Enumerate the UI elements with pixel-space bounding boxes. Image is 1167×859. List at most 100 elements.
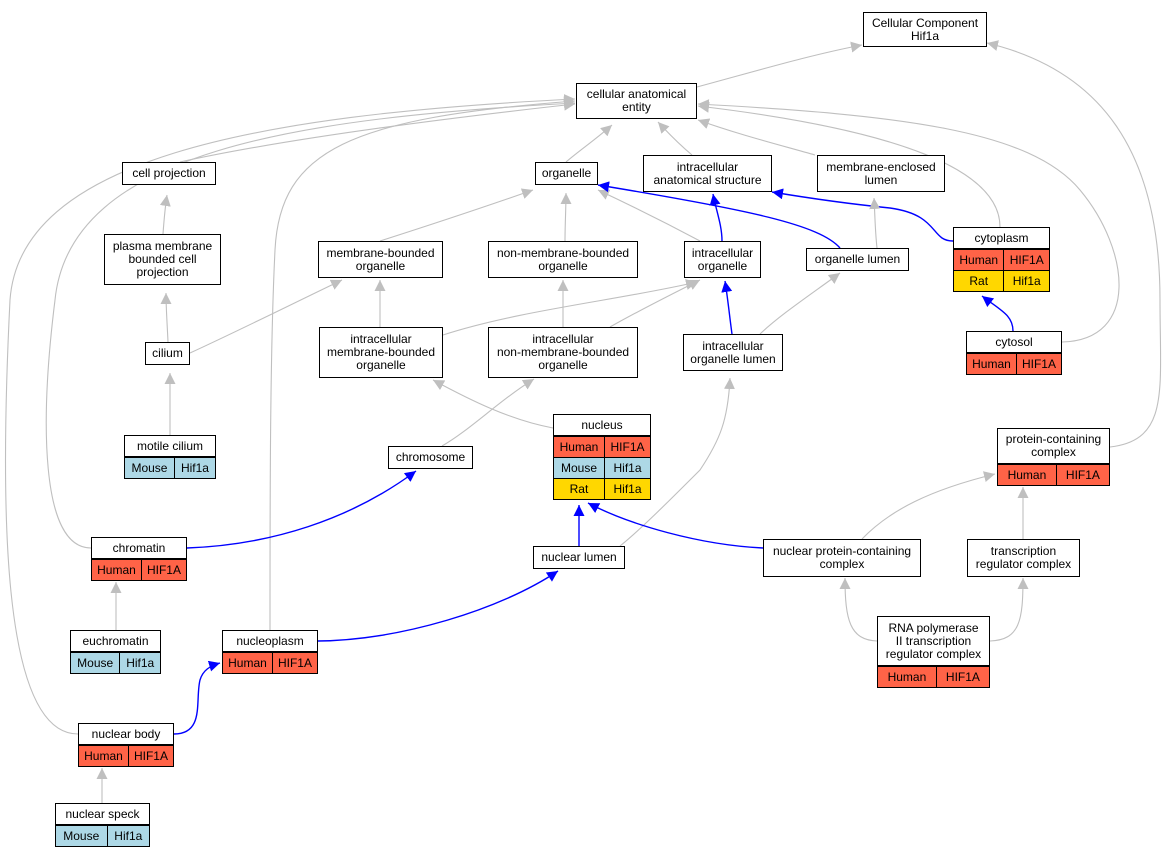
edge-pcc-to-root [986,40,1162,448]
edge-pmbcp-to-cell_projection [159,194,171,235]
node-motile-cilium[interactable]: motile cilium [124,435,216,457]
node-intracellular-organelle-lumen[interactable]: intracellular organelle lumen [683,334,783,371]
gene-cell: HIF1A [1003,249,1050,271]
species-cell: Human [553,436,605,458]
edge-nucleus-to-imbo [432,379,554,429]
gene-cell: HIF1A [271,652,319,674]
edge-nuclear_lumen-to-iol [619,377,735,547]
node-membrane-enclosed-lumen[interactable]: membrane-enclosed lumen [817,155,945,192]
species-cell: Mouse [69,652,121,674]
species-cell: Human [952,249,1005,271]
node-nuclear-lumen[interactable]: nuclear lumen [533,546,625,569]
node-cellular-anatomical-entity[interactable]: cellular anatomical entity [576,83,697,119]
edge-nucleoplasm-to-nuclear_lumen [317,570,559,642]
edge-mel-to-cae [697,118,816,156]
node-intracellular-organelle[interactable]: intracellular organelle [684,241,761,278]
node-nuclear-speck[interactable]: nuclear speck [55,803,150,825]
node-protein-containing-complex[interactable]: protein-containing complex [997,428,1110,464]
gene-cell: HIF1A [1055,464,1111,486]
edge-chromatin-to-cae [45,98,576,549]
node-nuclear-protein-containing-complex[interactable]: nuclear protein-containing complex [763,539,921,577]
edge-cytoplasm-to-cae [697,101,1001,228]
node-intracellular-membrane-bounded-organelle[interactable]: intracellular membrane-bounded organelle [319,327,443,378]
gene-cell: Hif1a [106,825,151,847]
edge-organelle-to-cae [565,124,613,163]
species-cell: Rat [553,478,605,500]
node-organelle-lumen[interactable]: organelle lumen [806,248,909,271]
edge-chromatin-to-chromosome [186,470,417,549]
edge-nucleoplasm-to-cae [269,96,576,631]
node-rna-polymerase-ii-transcription-regulator-complex[interactable]: RNA polymerase II transcription regulato… [877,616,990,666]
node-nucleoplasm[interactable]: nucleoplasm [222,630,318,652]
node-chromatin[interactable]: chromatin [91,537,187,559]
node-euchromatin[interactable]: euchromatin [70,630,161,652]
edge-imbo-to-io [442,279,698,336]
node-cell-projection[interactable]: cell projection [122,162,216,185]
node-plasma-membrane-bounded-cell-projection[interactable]: plasma membrane bounded cell projection [104,234,221,285]
species-cell: Human [91,559,142,581]
species-cell: Human [966,353,1017,375]
edge-cae-to-root [696,41,863,88]
species-cell: Human [78,745,129,767]
gene-cell: HIF1A [127,745,175,767]
node-non-membrane-bounded-organelle[interactable]: non-membrane-bounded organelle [488,241,638,278]
edge-ol-to-organelle [597,181,841,249]
species-cell: Mouse [55,825,108,847]
gene-cell: Hif1a [173,457,217,479]
node-membrane-bounded-organelle[interactable]: membrane-bounded organelle [318,241,443,278]
node-nucleus[interactable]: nucleus [553,414,651,436]
gene-cell: HIF1A [935,666,991,688]
node-transcription-regulator-complex[interactable]: transcription regulator complex [967,539,1080,577]
species-cell: Human [222,652,273,674]
edge-io-to-organelle [597,189,701,242]
edge-rnap-to-npcc [839,577,878,642]
edge-cytosol-to-cytoplasm [981,295,1014,332]
edge-iol-to-io [721,280,733,335]
gene-cell: Hif1a [1003,270,1050,292]
gene-cell: Hif1a [603,457,652,479]
species-cell: Mouse [553,457,605,479]
edge-inmbo-to-io [609,279,701,328]
edge-npcc-to-pcc [861,471,996,540]
node-nuclear-body[interactable]: nuclear body [78,723,174,745]
edge-chromosome-to-inmbo [441,378,535,447]
node-intracellular-non-membrane-bounded-organelle[interactable]: intracellular non-membrane-bounded organ… [488,327,638,378]
edge-cytosol-to-cae [697,99,1120,343]
species-cell: Human [877,666,937,688]
node-cytoplasm[interactable]: cytoplasm [953,227,1050,249]
species-cell: Human [997,464,1057,486]
edge-nuclear_body-to-cae [4,94,576,735]
gene-cell: HIF1A [1015,353,1063,375]
node-cellular-component-root[interactable]: Cellular Component Hif1a [863,12,987,47]
edge-cytoplasm-to-ias [771,188,954,242]
species-cell: Mouse [124,457,175,479]
node-cilium[interactable]: cilium [145,342,190,365]
gene-cell: Hif1a [119,652,161,674]
edge-nmbo-to-organelle [560,192,572,242]
edge-ol-to-mel [869,197,881,249]
node-chromosome[interactable]: chromosome [388,446,473,469]
edge-iol-to-ol [759,272,841,335]
node-organelle[interactable]: organelle [535,162,598,185]
node-cytosol[interactable]: cytosol [966,331,1062,353]
node-intracellular-anatomical-structure[interactable]: intracellular anatomical structure [643,155,772,192]
edge-io-to-ias [709,193,723,242]
